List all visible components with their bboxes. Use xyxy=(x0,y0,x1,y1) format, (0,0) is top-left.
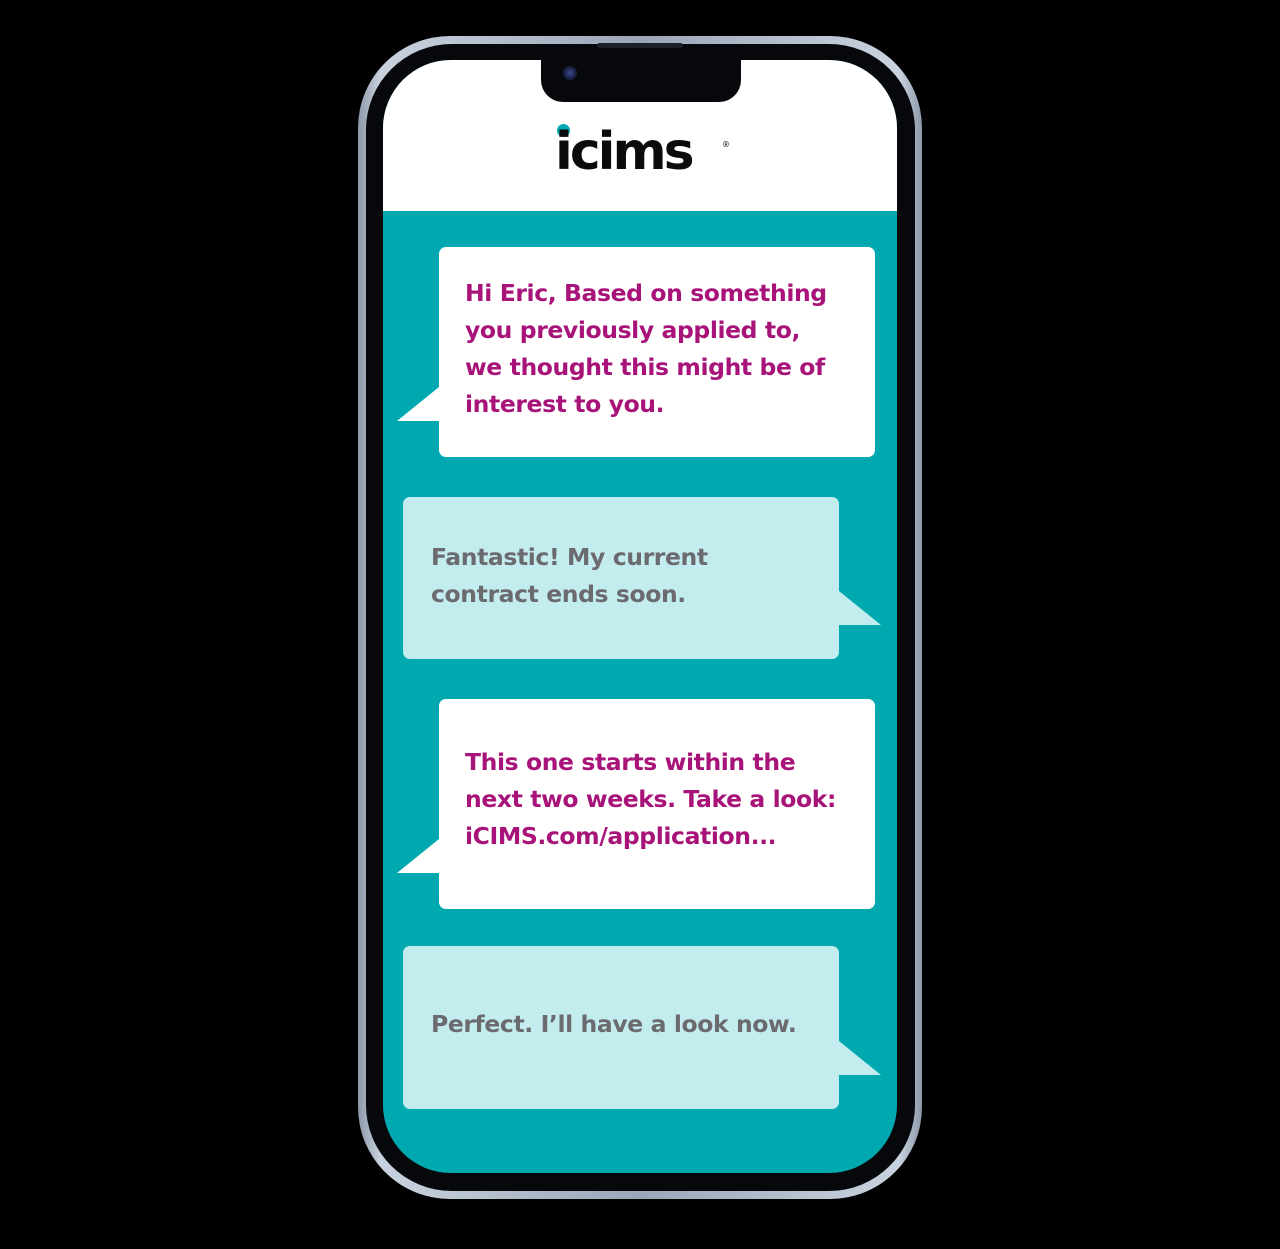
registered-mark: ® xyxy=(722,140,730,149)
logo-wordmark: icims xyxy=(555,122,695,182)
message-text: Hi Eric, Based on something you previous… xyxy=(465,279,827,418)
message-bubble-incoming: This one starts within the next two week… xyxy=(439,699,875,909)
icims-logo: icims ® xyxy=(555,120,732,182)
message-text: Fantastic! My current contract ends soon… xyxy=(431,543,708,608)
message-bubble-incoming: Hi Eric, Based on something you previous… xyxy=(439,247,875,457)
message-bubble-outgoing: Fantastic! My current contract ends soon… xyxy=(403,497,839,659)
message-text: Perfect. I’ll have a look now. xyxy=(431,1010,797,1038)
bubble-tail xyxy=(397,387,439,421)
bubble-tail xyxy=(397,839,439,873)
bubble-tail xyxy=(839,1041,881,1075)
message-bubble-outgoing: Perfect. I’ll have a look now. xyxy=(403,946,839,1109)
logo-dot-icon xyxy=(557,124,570,137)
camera-icon xyxy=(563,66,577,80)
bubble-tail xyxy=(839,591,881,625)
speaker-grill-icon xyxy=(597,43,683,48)
message-text: This one starts within the next two week… xyxy=(465,748,837,850)
